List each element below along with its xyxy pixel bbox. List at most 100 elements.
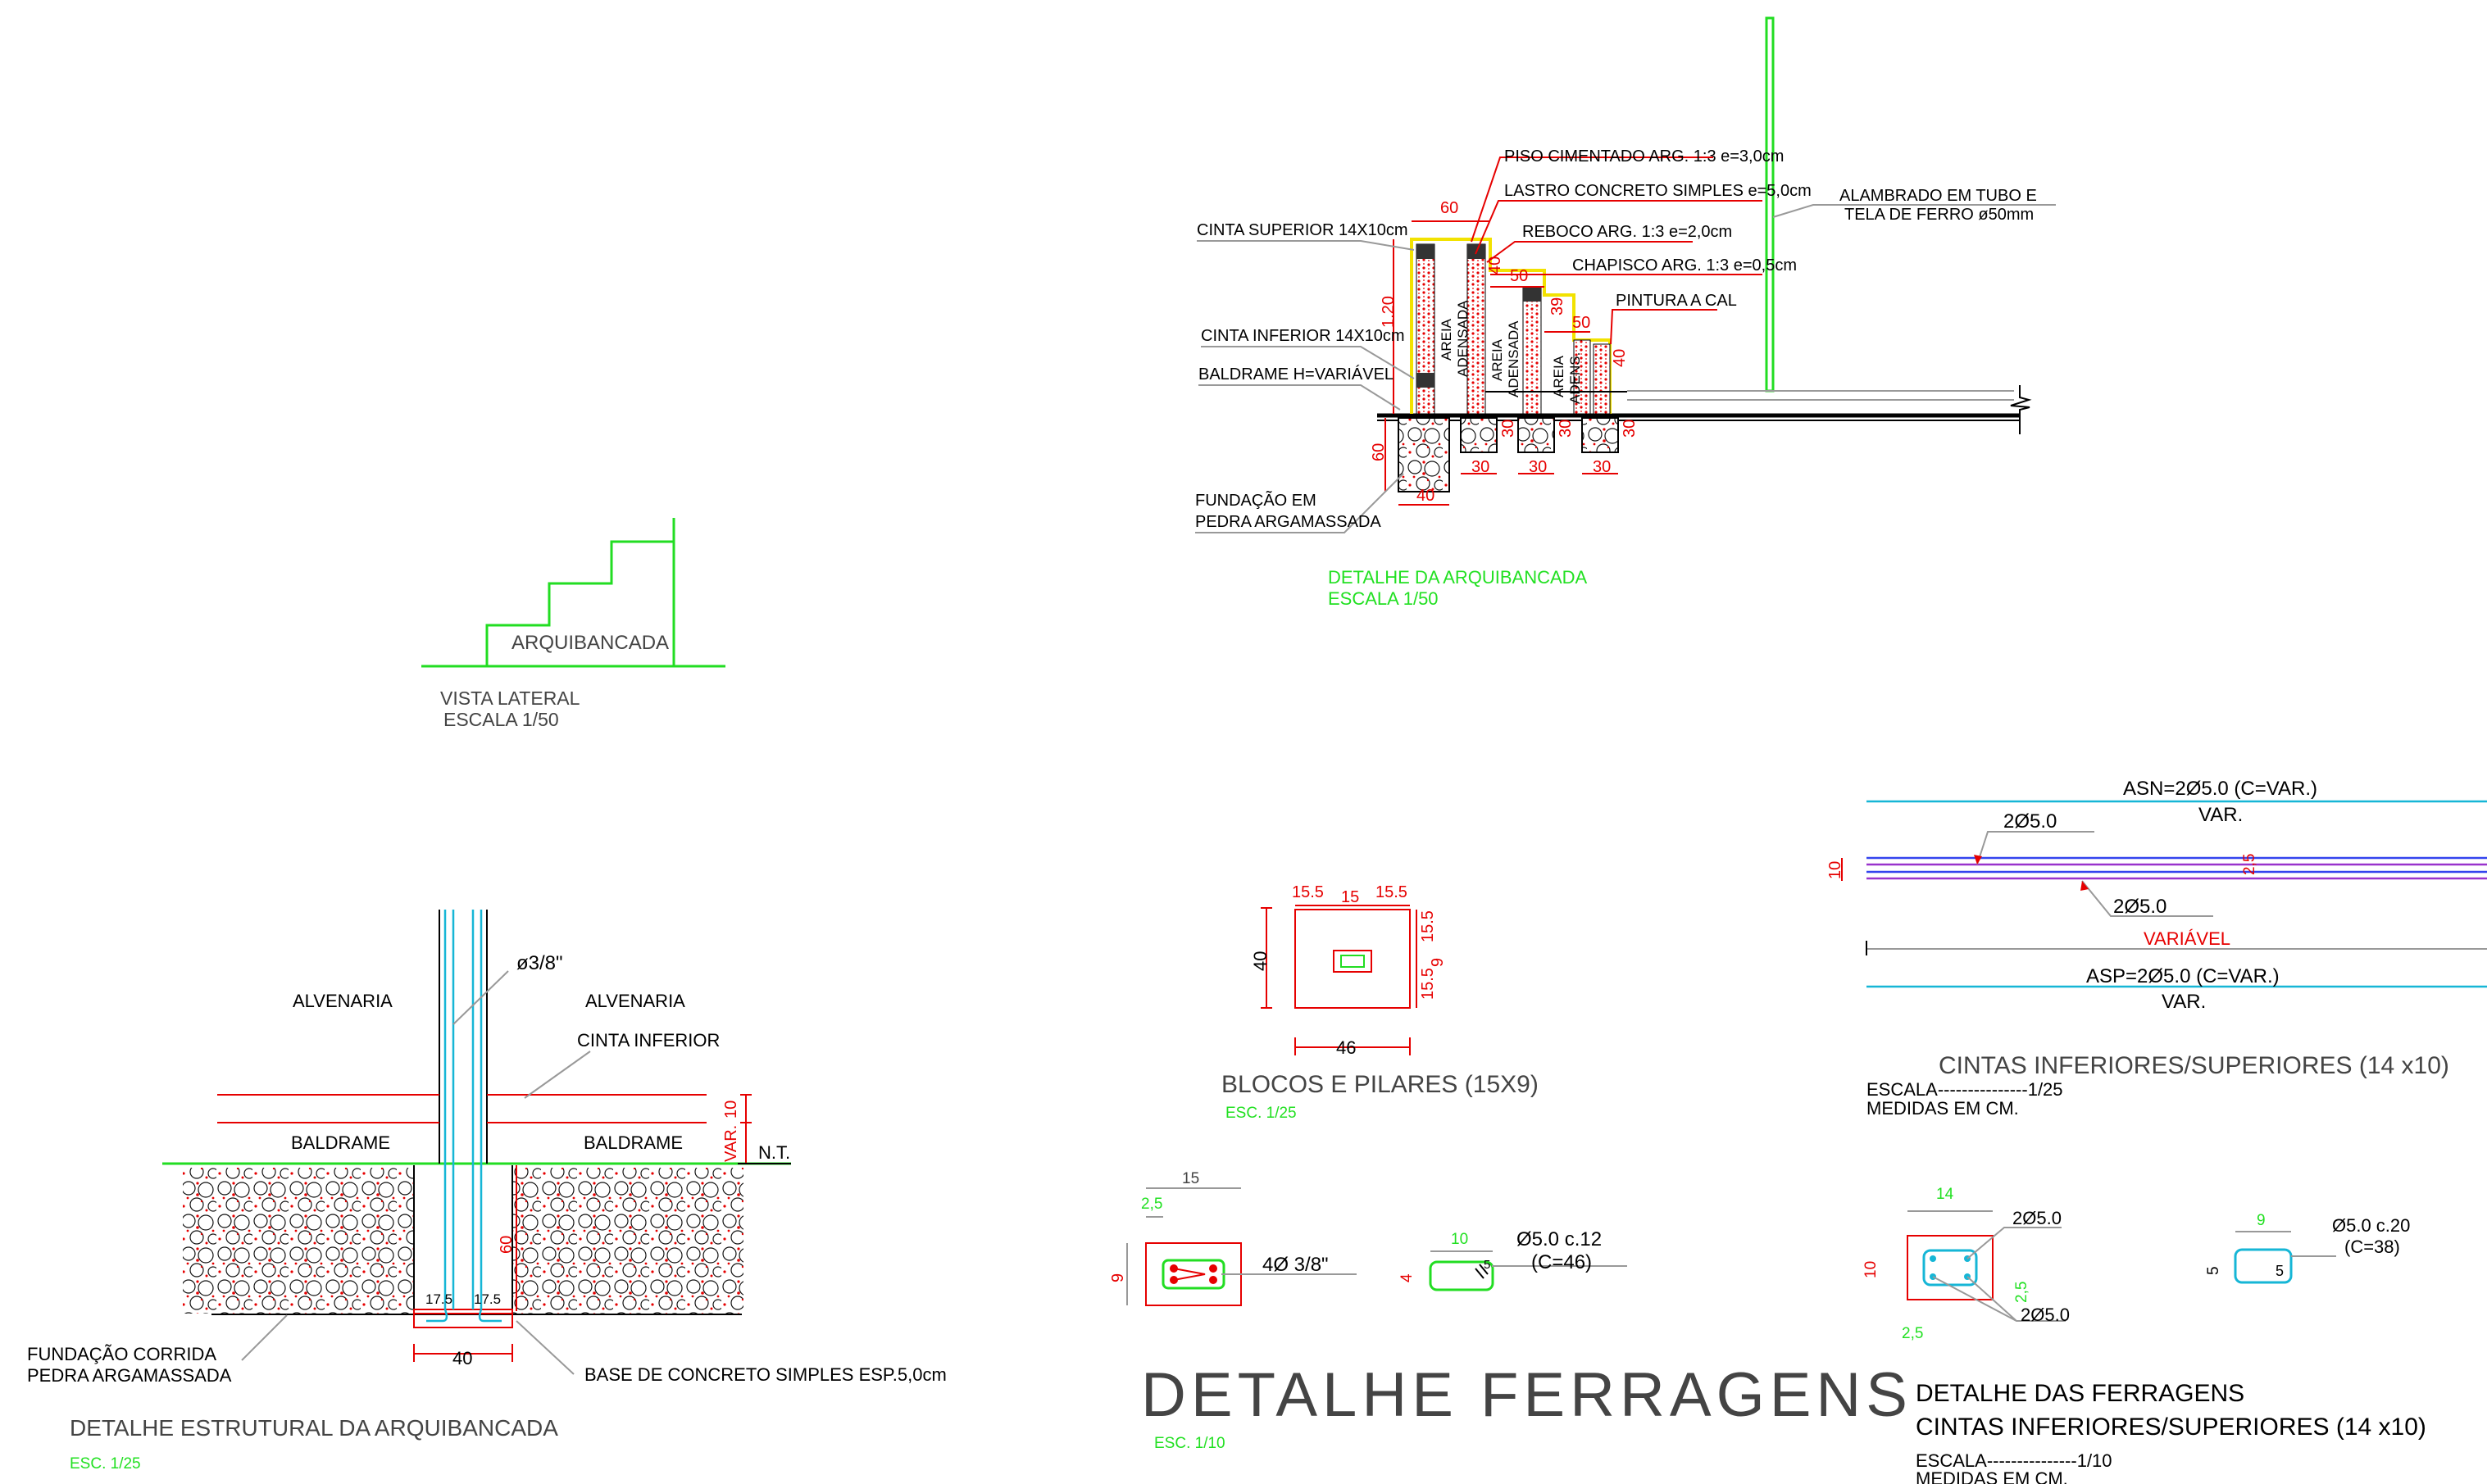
stair-profile bbox=[421, 518, 725, 668]
bar-top-label: 2Ø5.0 bbox=[2003, 810, 2057, 833]
dim-46: 46 bbox=[1336, 1037, 1356, 1058]
dim-5s: 5 bbox=[2276, 1263, 2284, 1279]
areia-label-3: AREIA ADENS. bbox=[1551, 352, 1583, 404]
cinta-block-2 bbox=[1416, 373, 1434, 388]
dim-40c: 40 bbox=[1416, 487, 1434, 505]
foundation-3 bbox=[1517, 417, 1555, 453]
svg-text:AREIA: AREIA bbox=[1439, 318, 1454, 361]
label-reboco: REBOCO ARG. 1:3 e=2,0cm bbox=[1522, 223, 1732, 241]
vista-lateral: ARQUIBANCADA VISTA LATERAL ESCALA 1/50 bbox=[421, 518, 725, 730]
detalhe-ferragens: 15 2,5 9 4Ø 3/8" 10 4 5 Ø5.0 c.12 (C=46)… bbox=[1109, 1170, 1912, 1452]
label-nt: N.T. bbox=[758, 1142, 790, 1163]
cf-medidas: MEDIDAS EM CM. bbox=[1916, 1468, 2068, 1484]
detalhe-estrutural: 10 VAR. 60 40 17.5 17.5 ø3/8" ALVENARIA … bbox=[27, 910, 947, 1473]
cf-title-1: DETALHE DAS FERRAGENS bbox=[1916, 1380, 2244, 1407]
dim-4: 4 bbox=[1398, 1273, 1416, 1282]
trench-outline bbox=[413, 1165, 513, 1314]
dim-9: 9 bbox=[1429, 958, 1447, 967]
dim-40: 40 bbox=[1250, 951, 1271, 971]
svg-text:ADENSADA: ADENSADA bbox=[1506, 320, 1521, 397]
dim-10: 10 bbox=[1451, 1231, 1468, 1248]
vista-lateral-scale: ESCALA 1/50 bbox=[443, 709, 559, 730]
dim-9: 9 bbox=[1109, 1273, 1127, 1282]
dim-25a: 2,5 bbox=[2013, 1282, 2030, 1303]
cf-title-2: CINTAS INFERIORES/SUPERIORES (14 x10) bbox=[1916, 1414, 2426, 1441]
dim-40: 40 bbox=[452, 1348, 472, 1368]
vista-lateral-title: VISTA LATERAL bbox=[440, 688, 580, 709]
dim-15: 15 bbox=[1182, 1170, 1199, 1187]
stirrup-detail bbox=[1429, 1260, 1494, 1291]
dim-60: 60 bbox=[1440, 199, 1458, 217]
label-fundacao-2: PEDRA ARGAMASSADA bbox=[1195, 513, 1381, 531]
dim-5: 5 bbox=[2205, 1266, 2222, 1275]
label-baldrame: BALDRAME H=VARIÁVEL bbox=[1198, 365, 1394, 383]
label-alambrado-1: ALAMBRADO EM TUBO E bbox=[1839, 187, 2037, 205]
dim-120: 1.20 bbox=[1380, 296, 1398, 328]
leader-baldrame bbox=[1198, 384, 1401, 411]
dim-60: 60 bbox=[498, 1236, 516, 1254]
dim-var: VAR. bbox=[722, 1125, 740, 1162]
leader-cinta-inf bbox=[1201, 346, 1415, 379]
dim-25: 2,5 bbox=[2241, 854, 2258, 875]
stone-fill-right bbox=[512, 1168, 743, 1314]
pilar-rebar bbox=[1340, 955, 1365, 968]
blocos-title: BLOCOS E PILARES (15X9) bbox=[1221, 1071, 1539, 1098]
leader-fundacao bbox=[1195, 473, 1404, 533]
dim-155a: 15.5 bbox=[1292, 883, 1324, 901]
dim-10: 10 bbox=[722, 1101, 740, 1119]
asn-label: ASN=2Ø5.0 (C=VAR.) bbox=[2123, 778, 2317, 800]
dim-50a: 50 bbox=[1510, 267, 1528, 285]
label-fundacao-2: PEDRA ARGAMASSADA bbox=[27, 1365, 232, 1386]
cinta-stirrup-detail bbox=[2234, 1248, 2293, 1284]
arquibancada-scale: ESCALA 1/50 bbox=[1328, 588, 1439, 609]
ferragens-title: DETALHE FERRAGENS bbox=[1141, 1360, 1912, 1430]
dim-15: 15 bbox=[1341, 888, 1359, 906]
areia-label-2: AREIA ADENSADA bbox=[1489, 320, 1521, 397]
label-fundacao-1: FUNDAÇÃO EM bbox=[1195, 490, 1316, 510]
plaster-step-2 bbox=[1490, 269, 1612, 414]
arquibancada-title: DETALHE DA ARQUIBANCADA bbox=[1328, 567, 1588, 588]
dim-175b: 17.5 bbox=[474, 1291, 501, 1307]
bar-top-label: 2Ø5.0 bbox=[2012, 1208, 2062, 1228]
foundation-4 bbox=[1581, 417, 1619, 453]
label-baldrame-right: BALDRAME bbox=[584, 1132, 683, 1153]
break-symbol bbox=[2010, 385, 2032, 434]
dim-30e: 30 bbox=[1557, 420, 1575, 438]
ferragens-scale: ESC. 1/10 bbox=[1154, 1435, 1225, 1452]
dim-30b: 30 bbox=[1529, 458, 1547, 476]
cintas: ASN=2Ø5.0 (C=VAR.) VAR. 2Ø5.0 10 2,5 2Ø5… bbox=[1826, 778, 2487, 1119]
label-lastro: LASTRO CONCRETO SIMPLES e=5,0cm bbox=[1504, 182, 1812, 200]
pilar-outline bbox=[1333, 950, 1372, 973]
stirrup-label-2: (C=38) bbox=[2344, 1237, 2400, 1257]
label-piso: PISO CIMENTADO ARG. 1:3 e=3,0cm bbox=[1504, 147, 1784, 166]
label-cinta-inferior: CINTA INFERIOR bbox=[577, 1030, 720, 1051]
brick-wall-5 bbox=[1593, 343, 1611, 415]
label-phi: ø3/8" bbox=[516, 952, 563, 974]
leader-cinta bbox=[524, 1051, 591, 1099]
bloco-outline bbox=[1294, 909, 1411, 1009]
asn-var: VAR. bbox=[2198, 804, 2243, 826]
label-baldrame-left: BALDRAME bbox=[291, 1132, 390, 1153]
dim-30a: 30 bbox=[1471, 458, 1489, 476]
alambrado-post bbox=[1765, 16, 1775, 393]
label-fundacao-1: FUNDAÇÃO CORRIDA bbox=[27, 1344, 216, 1364]
brick-wall-3 bbox=[1522, 286, 1542, 415]
cintas-escala: ESCALA---------------1/25 bbox=[1866, 1079, 2063, 1100]
label-cinta-inf: CINTA INFERIOR 14X10cm bbox=[1201, 327, 1405, 345]
label-alambrado-2: TELA DE FERRO ø50mm bbox=[1844, 206, 2034, 224]
cintas-title: CINTAS INFERIORES/SUPERIORES (14 x10) bbox=[1939, 1052, 2449, 1079]
bar-bottom-label: 2Ø5.0 bbox=[2021, 1305, 2070, 1325]
label-base: BASE DE CONCRETO SIMPLES ESP.5,0cm bbox=[584, 1364, 947, 1385]
dim-30c: 30 bbox=[1593, 458, 1611, 476]
bars-label: 4Ø 3/8" bbox=[1262, 1254, 1329, 1276]
dim-175a: 17.5 bbox=[425, 1291, 452, 1307]
svg-text:ADENS.: ADENS. bbox=[1567, 352, 1583, 404]
leader-piso bbox=[1471, 157, 1713, 243]
dim-155b: 15.5 bbox=[1375, 883, 1407, 901]
dim-10: 10 bbox=[1862, 1261, 1880, 1278]
dim-14: 14 bbox=[1936, 1186, 1954, 1203]
arquibancada-label: ARQUIBANCADA bbox=[511, 632, 669, 654]
leader-alambrado bbox=[1772, 204, 2056, 218]
svg-text:AREIA: AREIA bbox=[1489, 338, 1505, 381]
cintas-medidas: MEDIDAS EM CM. bbox=[1866, 1098, 2019, 1119]
